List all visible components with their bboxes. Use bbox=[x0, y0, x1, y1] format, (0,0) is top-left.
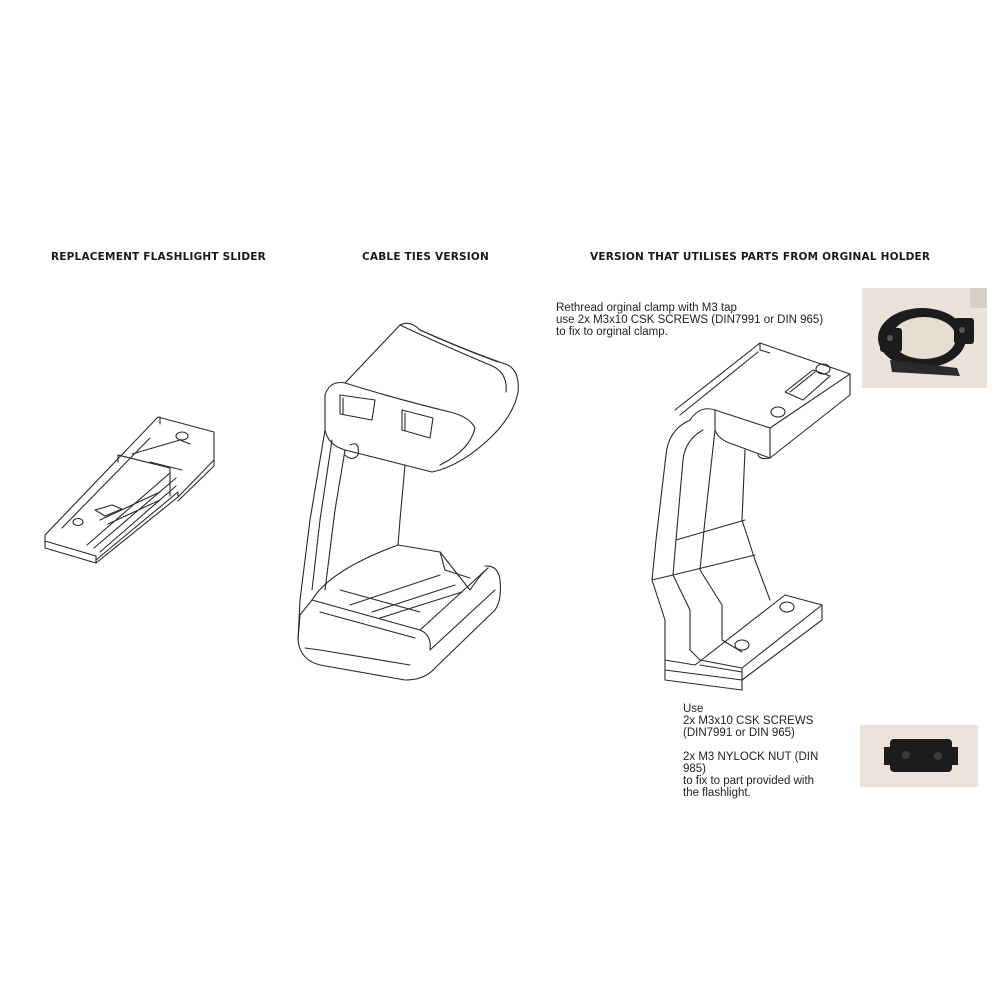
cable-ties-holder-drawing bbox=[297, 322, 519, 681]
flashlight-slider-drawing bbox=[44, 416, 215, 564]
note-screws: Use 2x M3x10 CSK SCREWS (DIN7991 or DIN … bbox=[683, 703, 814, 739]
heading-replacement-slider: REPLACEMENT FLASHLIGHT SLIDER bbox=[51, 251, 266, 263]
note-nylock-nut: 2x M3 NYLOCK NUT (DIN 985) to fix to par… bbox=[683, 751, 819, 799]
original-clamp-photo bbox=[862, 288, 987, 388]
flashlight-rail-part-photo bbox=[860, 725, 978, 787]
original-parts-holder-drawing bbox=[651, 342, 851, 691]
heading-original-parts-version: VERSION THAT UTILISES PARTS FROM ORGINAL… bbox=[590, 251, 931, 263]
heading-cable-ties-version: CABLE TIES VERSION bbox=[362, 251, 489, 263]
note-rethread-clamp: Rethread orginal clamp with M3 tap use 2… bbox=[556, 302, 824, 338]
